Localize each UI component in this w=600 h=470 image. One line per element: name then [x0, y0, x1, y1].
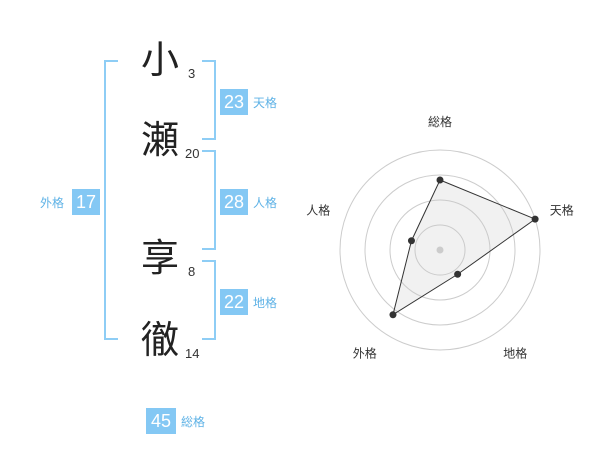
jinkaku-badge: 28 [220, 189, 248, 215]
soukaku-badge: 45 [146, 408, 176, 434]
radar-axis-label: 外格 [353, 346, 377, 361]
tenkaku-badge: 23 [220, 89, 248, 115]
tenkaku-bracket [202, 60, 216, 140]
name-char-2: 瀬 [140, 118, 179, 162]
name-char-4: 徹 [140, 318, 179, 362]
radar-ring [364, 174, 516, 326]
name-char-3: 享 [140, 236, 179, 280]
radar-point-3 [454, 270, 462, 278]
radar-point-1 [436, 176, 444, 184]
tenkaku-label: 天格 [253, 96, 278, 110]
radar-ring [389, 199, 491, 301]
chikaku-badge: 22 [220, 289, 248, 315]
radar-point-4 [389, 311, 397, 319]
gaikaku-label: 外格 [40, 196, 65, 210]
radar-center-dot [436, 246, 444, 254]
stroke-count-4: 14 [185, 346, 200, 361]
chikaku-label: 地格 [253, 296, 278, 310]
stroke-count-2: 20 [185, 146, 200, 161]
soukaku-label: 総格 [181, 415, 206, 429]
radar-point-5 [407, 237, 415, 245]
radar-axis-label: 天格 [550, 202, 574, 217]
jinkaku-label: 人格 [253, 196, 278, 210]
radar-point-2 [531, 215, 539, 223]
chikaku-bracket [202, 260, 216, 340]
radar-polygon [392, 179, 537, 316]
name-char-1: 小 [140, 38, 179, 82]
radar-ring [414, 224, 466, 276]
radar-axis-label: 総格 [428, 114, 452, 129]
gaikaku-badge: 17 [72, 189, 100, 215]
radar-ring [339, 149, 541, 351]
radar-axis-label: 地格 [503, 346, 527, 361]
jinkaku-bracket [202, 150, 216, 250]
stroke-count-1: 3 [188, 66, 196, 81]
gaikaku-bracket [104, 60, 118, 340]
radar-axis-label: 人格 [306, 202, 330, 217]
stroke-count-3: 8 [188, 264, 196, 279]
